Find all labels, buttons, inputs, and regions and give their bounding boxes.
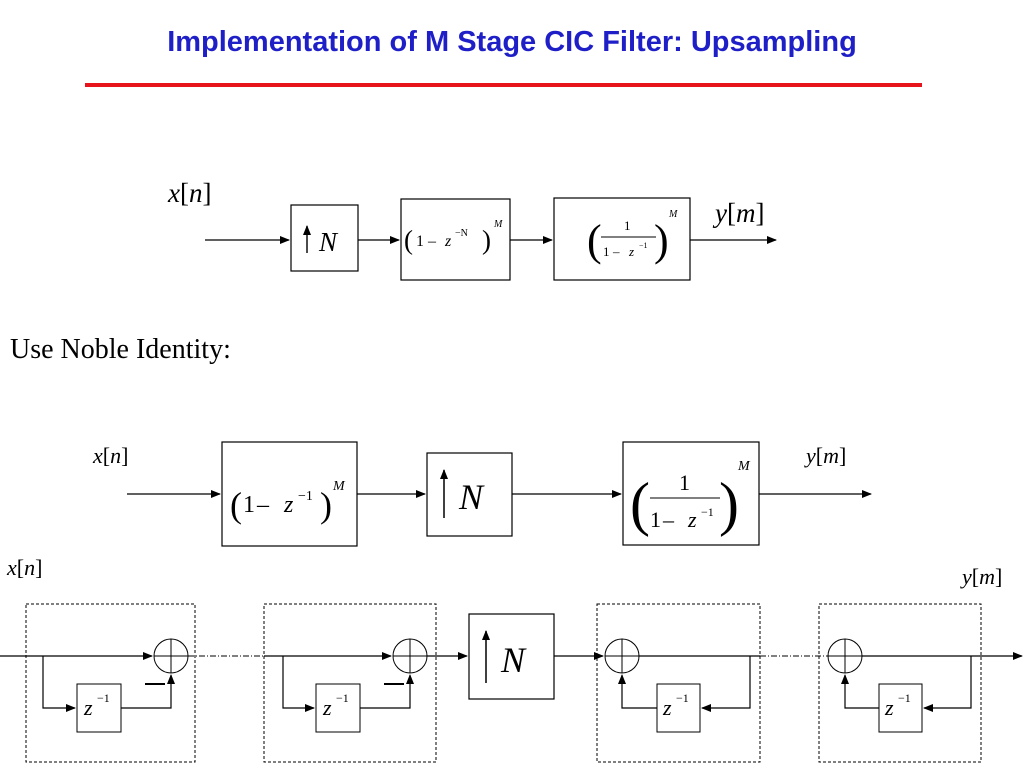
svg-text:−1: −1 [676, 691, 689, 705]
row1-integ-den-exp: −1 [639, 241, 648, 250]
row2-integ-rparen: ) [719, 471, 739, 537]
row1-integrator-block: ( 1 1 – z −1 ) M [553, 197, 691, 281]
row1-comb-lparen: ( [404, 225, 413, 255]
row2-comb-exp: −1 [298, 489, 313, 504]
row1-output-label: y[m] [712, 198, 764, 228]
summer-icon [604, 638, 640, 674]
row2-comb-lparen: ( [230, 485, 242, 525]
svg-text:−1: −1 [898, 691, 911, 705]
row1-comb-block: ( 1 – z −N ) M [400, 198, 511, 281]
delay-block: z −1 [656, 683, 701, 733]
row1-comb-power: M [493, 219, 503, 230]
row1-comb-z: z [444, 233, 452, 250]
row2-integ-num: 1 [679, 470, 690, 495]
row2-integ-den-one: 1 [650, 507, 661, 532]
row2-input-label: x[n] [92, 443, 128, 468]
row1-integ-den-one: 1 [603, 244, 610, 259]
summer-icon [392, 638, 428, 674]
row2-comb-rparen: ) [320, 485, 332, 525]
row2-comb-minus: – [256, 492, 270, 518]
row1-diagram: x[n] N ( 1 – z −N ) M ( 1 1 – [167, 178, 777, 281]
row2-output-label: y[m] [804, 443, 846, 468]
delay-block: z −1 [76, 683, 122, 733]
svg-text:z: z [884, 695, 894, 720]
upsample-factor: N [318, 227, 339, 257]
row1-comb-minus: – [427, 233, 437, 250]
svg-text:z: z [83, 695, 93, 720]
row1-comb-one: 1 [416, 233, 424, 250]
row1-comb-exp: −N [455, 228, 468, 239]
row2-diagram: x[n] ( 1 – z −1 ) M N ( 1 1 – [92, 441, 872, 547]
row3-input-label: x[n] [6, 555, 42, 580]
upsample-factor: N [458, 477, 485, 517]
row1-integ-rparen: ) [654, 216, 669, 265]
row1-integ-power: M [668, 209, 678, 220]
row3-output-label: y[m] [960, 564, 1002, 589]
delay-block: z −1 [315, 683, 361, 733]
row1-integ-den-z: z [628, 244, 634, 259]
comb-stage-1-frame [25, 603, 196, 763]
comb-stage-2: z −1 [263, 603, 437, 763]
row2-upsampler-block: N [426, 452, 513, 537]
row2-comb-power: M [332, 479, 346, 494]
integrator-stage-2-frame [818, 603, 982, 763]
slide-title: Implementation of M Stage CIC Filter: Up… [167, 26, 857, 58]
row2-integ-den-exp: −1 [701, 505, 714, 519]
summer-icon [827, 638, 863, 674]
row2-integ-power: M [737, 459, 751, 474]
svg-text:z: z [662, 695, 672, 720]
row1-integ-num: 1 [624, 218, 631, 233]
comb-stage-1: z −1 [0, 603, 196, 763]
row3-diagram: x[n] y[m] z −1 [0, 555, 1023, 763]
row3-upsampler-block: N [468, 613, 555, 700]
row1-upsampler-block: N [290, 204, 359, 272]
delay-block: z −1 [878, 683, 923, 733]
row1-integ-den-minus: – [612, 244, 620, 259]
row2-comb-z: z [283, 492, 294, 518]
row2-integrator-block: ( 1 1 – z −1 ) M [622, 441, 760, 546]
row2-integ-lparen: ( [630, 471, 650, 537]
svg-text:−1: −1 [97, 691, 110, 705]
upsample-factor: N [500, 640, 527, 680]
integrator-stage-1: z −1 [596, 603, 761, 763]
row2-integ-den-z: z [687, 507, 697, 532]
integrator-stage-1-frame [596, 603, 761, 763]
title-underline [85, 83, 922, 87]
summer-icon [153, 638, 189, 674]
noble-identity-text: Use Noble Identity: [10, 334, 231, 365]
row1-comb-rparen: ) [482, 225, 491, 255]
svg-text:−1: −1 [336, 691, 349, 705]
row2-comb-one: 1 [243, 492, 255, 518]
svg-text:z: z [322, 695, 332, 720]
row1-integ-lparen: ( [587, 216, 602, 265]
row2-integ-den-minus: – [662, 507, 675, 532]
integrator-stage-2: z −1 [818, 603, 1023, 763]
comb-stage-2-frame [263, 603, 437, 763]
row1-input-label: x[n] [167, 178, 211, 208]
row2-comb-block: ( 1 – z −1 ) M [221, 441, 358, 547]
